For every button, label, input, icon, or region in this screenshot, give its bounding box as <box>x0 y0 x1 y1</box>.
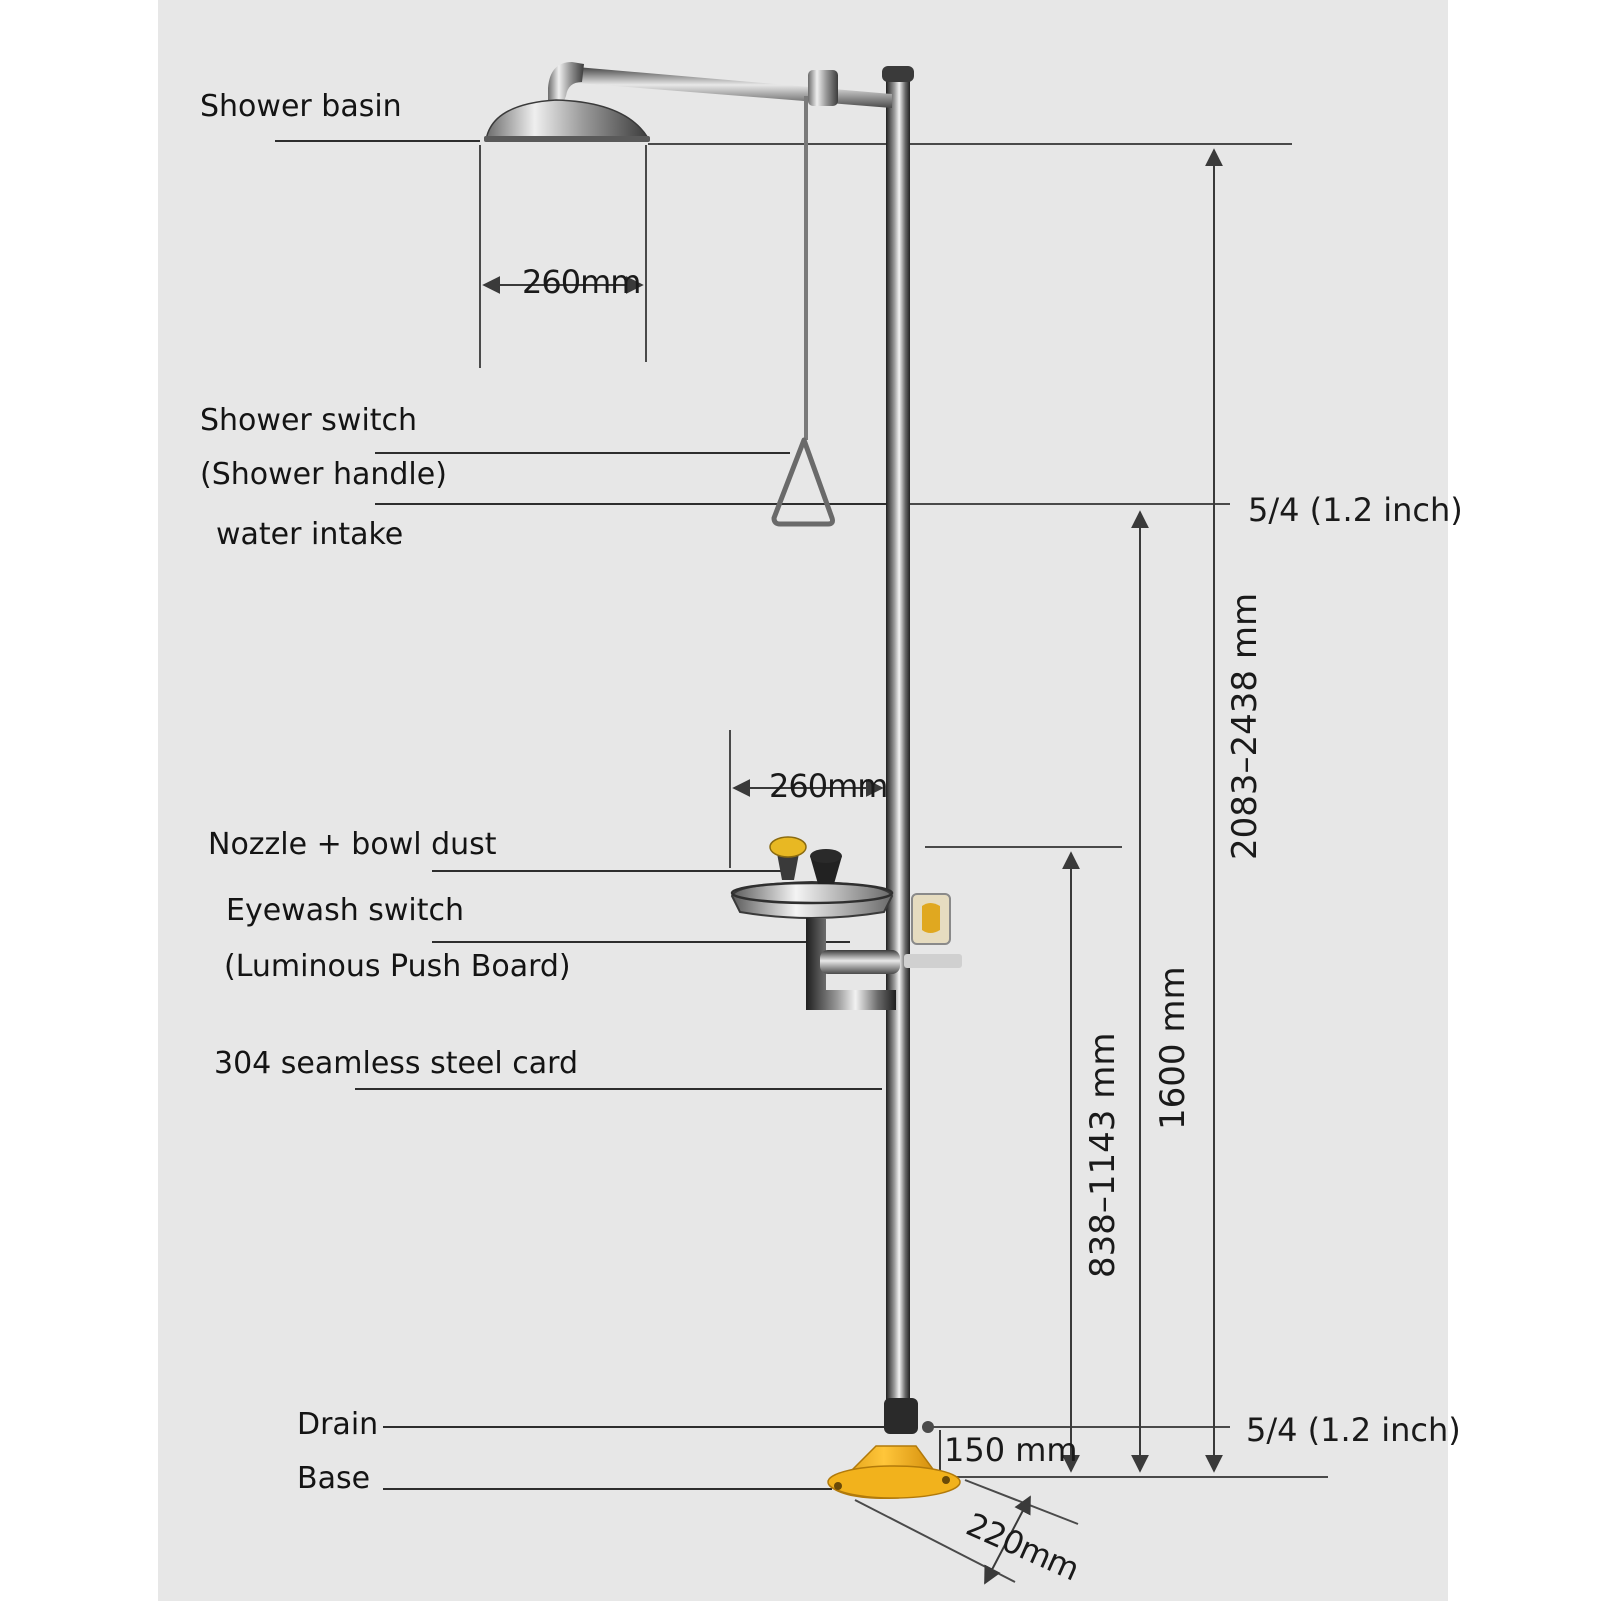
label-steel-card: 304 seamless steel card <box>214 1046 578 1081</box>
label-base: Base <box>297 1461 371 1496</box>
base-bolt-left <box>834 1482 842 1490</box>
eyewash-nozzle-right <box>810 856 842 884</box>
dim-bowl-reach: 260mm <box>769 767 888 805</box>
shower-elbow <box>548 62 584 106</box>
eyewash-nozzle-right-cap <box>810 849 842 863</box>
label-shower-basin: Shower basin <box>200 89 402 124</box>
label-eyewash-switch: Eyewash switch <box>226 893 465 928</box>
dim-inlet-top: 5/4 (1.2 inch) <box>1248 491 1463 529</box>
shower-head <box>485 99 650 141</box>
eyewash-bowl-rim <box>730 881 894 905</box>
eyewash-nozzle-left-cap <box>769 836 807 858</box>
label-shower-handle: (Shower handle) <box>200 457 447 492</box>
shower-arm <box>565 66 892 108</box>
dim-shower-diameter: 260mm <box>522 263 641 301</box>
shower-triangle-handle <box>771 437 835 527</box>
drain-outlet <box>922 1421 934 1433</box>
dim-arrow-base-diameter <box>984 1495 1031 1585</box>
base-bolt-right <box>942 1476 950 1484</box>
label-shower-switch: Shower switch <box>200 403 418 438</box>
diagram-background <box>158 0 1448 1601</box>
dim-bowl-height: 838–1143 mm <box>1083 1032 1123 1278</box>
label-water-intake: water intake <box>216 517 404 552</box>
label-drain: Drain <box>297 1407 379 1442</box>
dim-drain-height: 150 mm <box>944 1431 1078 1469</box>
dim-total-height: 2083–2438 mm <box>1225 592 1265 860</box>
shower-head-rim <box>484 136 650 142</box>
eyewash-bracket <box>904 954 962 968</box>
pipe-top-cap <box>882 66 914 82</box>
base-plate <box>827 1465 961 1499</box>
drain-fitting <box>884 1398 918 1434</box>
eyewash-valve <box>820 950 900 974</box>
dim-inlet-bottom: 5/4 (1.2 inch) <box>1246 1411 1461 1449</box>
label-nozzle-bowl: Nozzle + bowl dust <box>208 827 497 862</box>
shower-valve-body <box>808 70 838 106</box>
eyewash-push-board-sign <box>922 903 940 933</box>
dim-handle-height: 1600 mm <box>1153 966 1193 1130</box>
label-push-board: (Luminous Push Board) <box>224 949 571 984</box>
main-pipe <box>886 72 910 1432</box>
